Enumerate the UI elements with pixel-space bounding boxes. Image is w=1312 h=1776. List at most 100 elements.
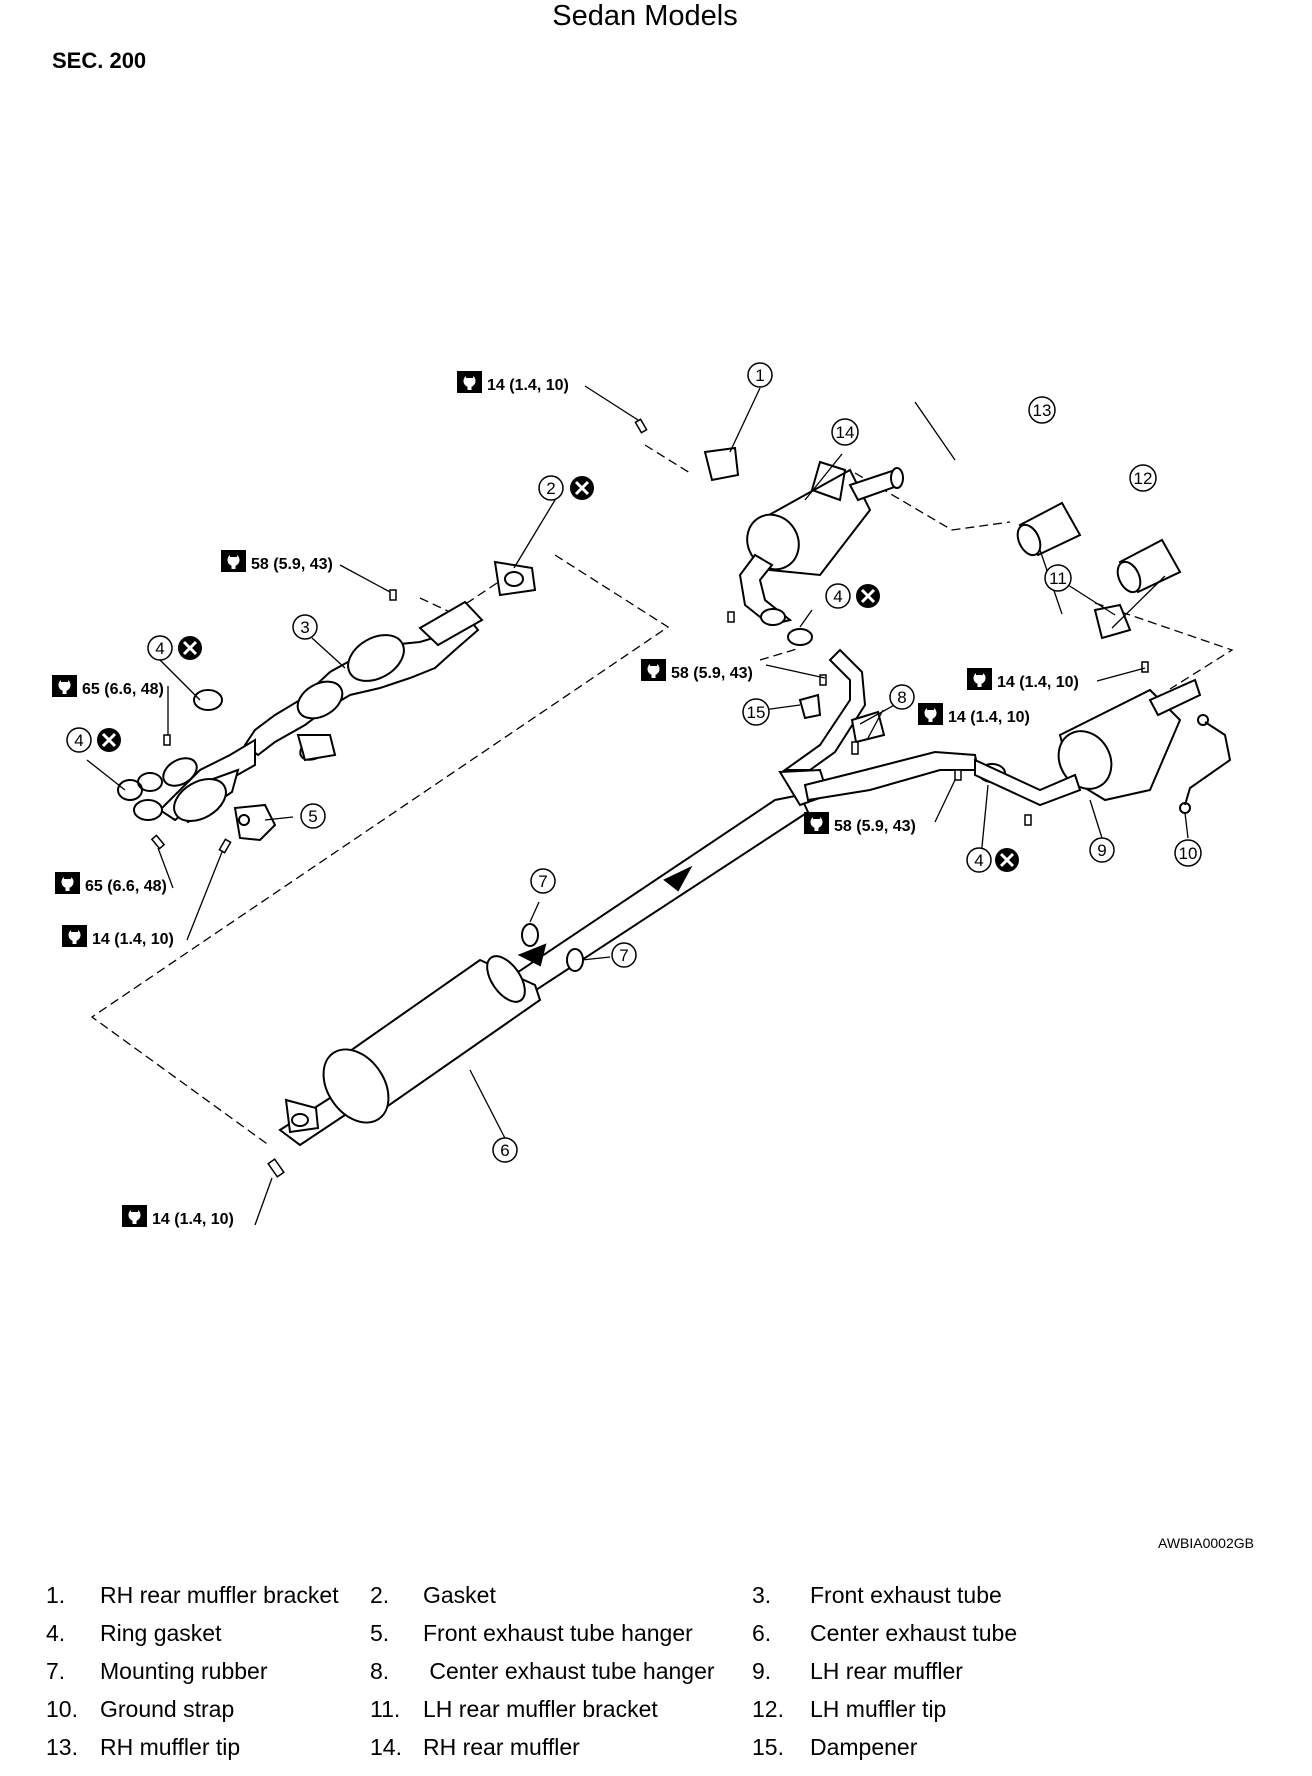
- legend-label: Dampener: [810, 1734, 918, 1760]
- callout-number: 3: [300, 618, 309, 637]
- torque-label-text: 14 (1.4, 10): [92, 931, 174, 948]
- legend-number: 6.: [752, 1620, 772, 1646]
- exhaust-system-diagram: 14 (1.4, 10) 58 (5.9, 43) 65 (6.6, 48) 6…: [52, 362, 1234, 1228]
- legend-number: 8.: [370, 1658, 390, 1684]
- front-exhaust-tube: [133, 600, 484, 824]
- torque-label-text: 14 (1.4, 10): [948, 709, 1030, 726]
- legend-number: 1.: [46, 1582, 66, 1608]
- callout-number: 7: [619, 946, 628, 965]
- callout-number: 15: [747, 703, 766, 722]
- torque-label-text: 58 (5.9, 43): [251, 556, 333, 573]
- legend-number: 13.: [46, 1734, 78, 1760]
- legend-label: Center exhaust tube hanger: [423, 1658, 715, 1684]
- callout-number: 6: [500, 1141, 509, 1160]
- callout-15: 15: [742, 698, 770, 726]
- legend-label: Ring gasket: [100, 1620, 222, 1646]
- torque-label-text: 65 (6.6, 48): [82, 681, 164, 698]
- legend-number: 4.: [46, 1620, 66, 1646]
- callout-4: 4: [825, 583, 851, 609]
- legend-number: 12.: [752, 1696, 784, 1722]
- callout-13: 13: [1028, 396, 1056, 424]
- rh-rear-muffler: [738, 460, 904, 627]
- torque-label: 58 (5.9, 43): [804, 812, 916, 835]
- brackets: [703, 446, 1132, 744]
- torque-label: 14 (1.4, 10): [967, 668, 1079, 691]
- lh-rear-muffler: [974, 678, 1202, 807]
- center-exhaust-tube: [278, 648, 980, 1147]
- callout-1: 1: [747, 362, 773, 388]
- legend-row: 4. Ring gasket 5. Front exhaust tube han…: [0, 1620, 1312, 1654]
- torque-label-text: 14 (1.4, 10): [487, 377, 569, 394]
- legend-number: 5.: [370, 1620, 390, 1646]
- legend-label: Front exhaust tube hanger: [423, 1620, 693, 1646]
- legend-label: LH rear muffler bracket: [423, 1696, 658, 1722]
- legend-number: 7.: [46, 1658, 66, 1684]
- section-number: SEC. 200: [52, 48, 147, 73]
- bolts: [150, 418, 1149, 1178]
- callout-number: 5: [308, 807, 317, 826]
- legend-label: RH rear muffler bracket: [100, 1582, 339, 1608]
- callout-number: 14: [836, 423, 855, 442]
- torque-label-text: 58 (5.9, 43): [671, 665, 753, 682]
- callout-12: 12: [1129, 464, 1157, 492]
- legend-label: RH rear muffler: [423, 1734, 580, 1760]
- legend-label: Mounting rubber: [100, 1658, 268, 1684]
- figure-id: AWBIA0002GB: [1158, 1535, 1254, 1551]
- callout-8: 8: [889, 684, 915, 710]
- callout-9: 9: [1089, 837, 1115, 863]
- front-exhaust-tube-hanger: [233, 803, 277, 842]
- callout-number: 9: [1097, 841, 1106, 860]
- callout-11: 11: [1044, 564, 1072, 592]
- callout-number: 13: [1033, 401, 1052, 420]
- non-reusable-icon: [854, 582, 882, 610]
- torque-label: 58 (5.9, 43): [641, 659, 753, 682]
- legend-number: 2.: [370, 1582, 390, 1608]
- torque-label: 65 (6.6, 48): [55, 872, 167, 895]
- torque-label: 14 (1.4, 10): [122, 1205, 234, 1228]
- gasket-part: [493, 560, 537, 597]
- legend-label: Front exhaust tube: [810, 1582, 1002, 1608]
- callout-7: 7: [611, 942, 637, 968]
- non-reusable-icon: [993, 846, 1021, 874]
- torque-label: 14 (1.4, 10): [918, 703, 1030, 726]
- torque-label-text: 58 (5.9, 43): [834, 818, 916, 835]
- legend-row: 1. RH rear muffler bracket 2. Gasket 3. …: [0, 1582, 1312, 1616]
- callout-5: 5: [300, 803, 326, 829]
- torque-label: 14 (1.4, 10): [62, 925, 174, 948]
- legend-number: 15.: [752, 1734, 784, 1760]
- torque-label: 65 (6.6, 48): [52, 675, 164, 698]
- legend-number: 3.: [752, 1582, 772, 1608]
- legend-number: 9.: [752, 1658, 772, 1684]
- torque-label-text: 65 (6.6, 48): [85, 878, 167, 895]
- legend-label: Ground strap: [100, 1696, 235, 1722]
- legend-row: 7. Mounting rubber 8. Center exhaust tub…: [0, 1658, 1312, 1692]
- legend-label: LH rear muffler: [810, 1658, 963, 1684]
- torque-label-text: 14 (1.4, 10): [152, 1211, 234, 1228]
- callout-number: 4: [974, 851, 983, 870]
- legend-label: Center exhaust tube: [810, 1620, 1018, 1646]
- callout-14: 14: [831, 418, 859, 446]
- callout-number: 4: [833, 587, 842, 606]
- diagram-title: Sedan Models: [552, 0, 738, 32]
- callout-number: 1: [755, 366, 764, 385]
- callout-2: 2: [538, 475, 564, 501]
- non-reusable-icon: [568, 474, 596, 502]
- legend-label: RH muffler tip: [100, 1734, 241, 1760]
- muffler-tips: [1016, 501, 1182, 594]
- legend-number: 10.: [46, 1696, 78, 1722]
- ground-strap: [1179, 714, 1232, 814]
- legend-number: 14.: [370, 1734, 402, 1760]
- callout-number: 8: [897, 688, 906, 707]
- legend-row: 13. RH muffler tip 14. RH rear muffler 1…: [0, 1734, 1312, 1768]
- legend-number: 11.: [370, 1696, 401, 1722]
- legend-row: 10. Ground strap 11. LH rear muffler bra…: [0, 1696, 1312, 1730]
- callout-4: 4: [66, 727, 92, 753]
- torque-label: 58 (5.9, 43): [221, 550, 333, 573]
- leader-lines: [86, 385, 1189, 1226]
- non-reusable-icon: [95, 726, 123, 754]
- callout-number: 7: [538, 872, 547, 891]
- callout-6: 6: [492, 1137, 518, 1163]
- callout-3: 3: [292, 614, 318, 640]
- callout-number: 2: [546, 479, 555, 498]
- callout-10: 10: [1174, 839, 1202, 867]
